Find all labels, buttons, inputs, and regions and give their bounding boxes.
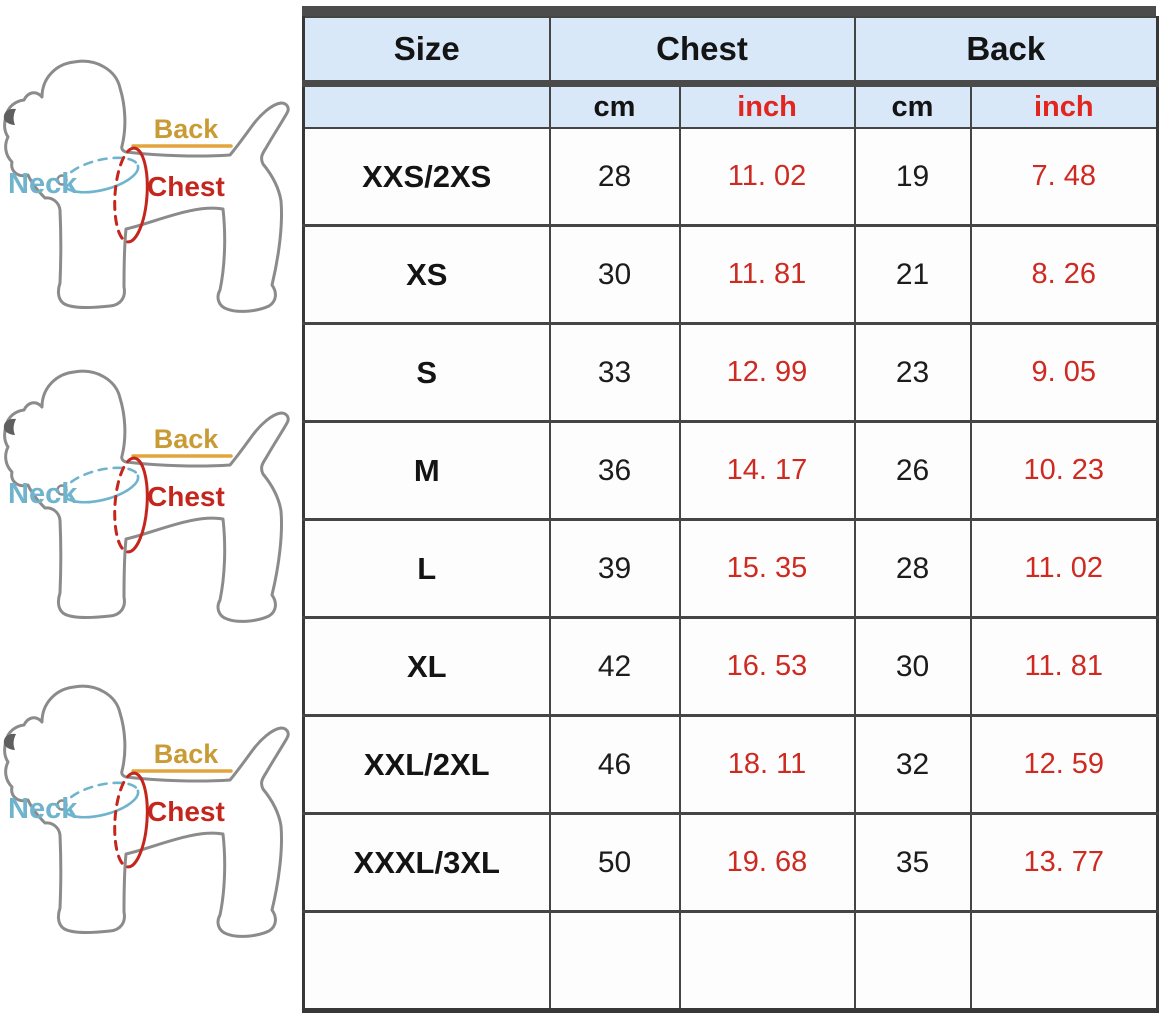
chest-cm-cell: 42: [548, 616, 681, 717]
chest-inch-cell: 11. 81: [678, 224, 856, 325]
back-inch-cell: 9. 05: [969, 322, 1159, 423]
header-back-inch: inch: [969, 82, 1159, 129]
neck-label: Neck: [8, 793, 78, 825]
chest-ellipse-solid: [126, 456, 149, 554]
size-cell: S: [302, 322, 551, 423]
chest-inch-cell: 11. 02: [678, 127, 856, 227]
chest-cm-cell: 28: [548, 127, 681, 227]
chest-cm-cell: 33: [548, 322, 681, 423]
chest-inch-cell: 15. 35: [678, 518, 856, 619]
size-cell: XL: [302, 616, 551, 717]
back-cm-cell: 32: [853, 714, 972, 815]
back-label: Back: [154, 424, 220, 454]
back-label: Back: [154, 739, 220, 769]
header-back-cm: cm: [853, 82, 972, 129]
neck-line-end-circle: [56, 484, 68, 496]
back-cm-cell: 26: [853, 420, 972, 521]
back-cm-cell: 28: [853, 518, 972, 619]
back-inch-cell: 12. 59: [969, 714, 1159, 815]
chest-inch-cell: [678, 910, 856, 1012]
neck-ellipse-solid: [62, 474, 140, 504]
header-chest-inch: inch: [678, 82, 856, 129]
chest-cm-cell: 46: [548, 714, 681, 815]
neck-label: Neck: [8, 168, 78, 200]
chest-inch-cell: 19. 68: [678, 812, 856, 913]
back-cm-cell: 23: [853, 322, 972, 423]
size-cell: XS: [302, 224, 551, 325]
back-inch-cell: 8. 26: [969, 224, 1159, 325]
back-inch-cell: [969, 910, 1159, 1012]
neck-line-end-circle: [56, 174, 68, 186]
header-size: Size: [302, 16, 551, 87]
size-cell: M: [302, 420, 551, 521]
chest-inch-cell: 18. 11: [678, 714, 856, 815]
chest-label: Chest: [147, 171, 225, 202]
header-chest: Chest: [548, 16, 856, 87]
chest-ellipse-dashed: [113, 146, 136, 244]
chest-ellipse-solid: [126, 146, 149, 244]
dog-diagram-2: Back Neck Chest: [0, 358, 300, 628]
chest-inch-cell: 14. 17: [678, 420, 856, 521]
back-inch-cell: 13. 77: [969, 812, 1159, 913]
neck-line-end-circle: [56, 799, 68, 811]
chest-cm-cell: 39: [548, 518, 681, 619]
back-cm-cell: 30: [853, 616, 972, 717]
size-cell: XXS/2XS: [302, 127, 551, 227]
neck-ellipse-solid: [62, 789, 140, 819]
size-cell: [302, 910, 551, 1012]
neck-label: Neck: [8, 478, 78, 510]
header-chest-cm: cm: [548, 82, 681, 129]
chest-ellipse-dashed: [113, 456, 136, 554]
chest-cm-cell: 50: [548, 812, 681, 913]
dog-diagram-1: Back Neck Chest: [0, 48, 300, 318]
chest-label: Chest: [147, 481, 225, 512]
header-size-spacer: [302, 82, 551, 129]
table-row: [302, 910, 1159, 1012]
back-cm-cell: 35: [853, 812, 972, 913]
neck-ellipse-solid: [62, 164, 140, 194]
chest-inch-cell: 16. 53: [678, 616, 856, 717]
back-label: Back: [154, 114, 220, 144]
table-header-row-2: cm inch cm inch: [302, 82, 1159, 129]
dog-nose-icon: [3, 108, 17, 125]
back-inch-cell: 10. 23: [969, 420, 1159, 521]
size-cell: XXXL/3XL: [302, 812, 551, 913]
chest-ellipse-solid: [126, 771, 149, 869]
chest-label: Chest: [147, 796, 225, 827]
chest-cm-cell: [548, 910, 681, 1012]
table-header-row-1: Size Chest Back: [302, 16, 1159, 87]
back-cm-cell: 19: [853, 127, 972, 227]
back-inch-cell: 11. 81: [969, 616, 1159, 717]
size-cell: L: [302, 518, 551, 619]
chest-ellipse-dashed: [113, 771, 136, 869]
dog-diagram-3: Back Neck Chest: [0, 673, 300, 943]
back-cm-cell: [853, 910, 972, 1012]
size-cell: XXL/2XL: [302, 714, 551, 815]
back-inch-cell: 11. 02: [969, 518, 1159, 619]
back-inch-cell: 7. 48: [969, 127, 1159, 227]
chest-inch-cell: 12. 99: [678, 322, 856, 423]
header-back: Back: [853, 16, 1159, 87]
dog-nose-icon: [3, 733, 17, 750]
back-cm-cell: 21: [853, 224, 972, 325]
chest-cm-cell: 30: [548, 224, 681, 325]
chest-cm-cell: 36: [548, 420, 681, 521]
dog-nose-icon: [3, 418, 17, 435]
